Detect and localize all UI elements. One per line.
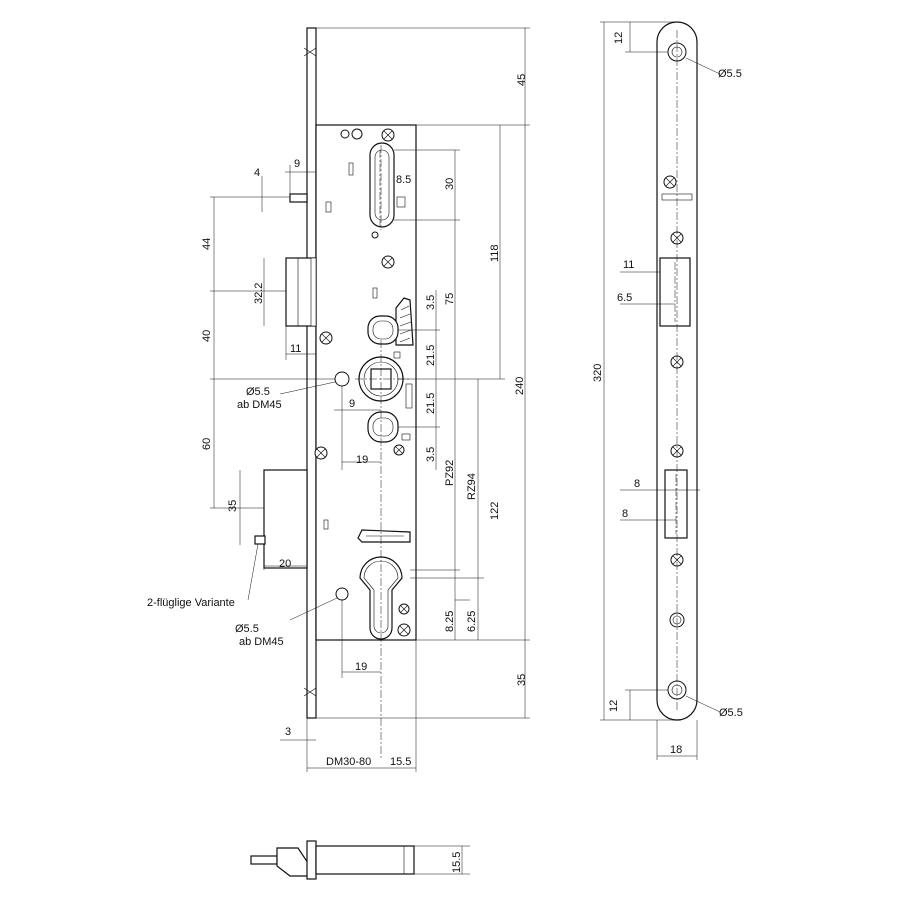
- label-hole-dia-top: Ø5.5: [246, 386, 270, 398]
- label-plate-8-b: 8: [622, 508, 628, 520]
- label-dim-19-top: 19: [356, 454, 368, 466]
- hole-5-5-top: [334, 371, 350, 387]
- dimension-labels: 45 35 9 4 8.5 30 118 44 32.2 3.5 75 40 1…: [147, 32, 743, 873]
- label-dim-21-5-bottom: 21.5: [425, 393, 437, 414]
- label-dim-20: 20: [279, 558, 291, 570]
- label-dim-9-mid: 9: [349, 398, 355, 410]
- label-bottom-offset: 35: [516, 674, 528, 686]
- label-plate-hole-bottom: Ø5.5: [719, 707, 743, 719]
- lock-case-view: [254, 27, 417, 719]
- label-dim-75: 75: [444, 293, 456, 305]
- label-dim-11-left: 11: [290, 343, 301, 355]
- label-backset: DM30-80: [326, 756, 371, 768]
- label-plate-length: 320: [592, 364, 604, 382]
- label-dim-44: 44: [201, 238, 213, 250]
- label-dim-32-2: 32.2: [253, 283, 265, 304]
- label-hole-note-top: ab DM45: [237, 399, 282, 411]
- label-dim-6-25: 6.25: [466, 611, 478, 632]
- label-rz94: RZ94: [466, 473, 478, 500]
- label-dim-4: 4: [254, 167, 260, 179]
- ratchet-lever: [395, 297, 414, 346]
- label-plate-12-bottom: 12: [608, 700, 620, 712]
- hole-5-5-bottom: [335, 587, 349, 601]
- faceplate-strip: [306, 27, 317, 719]
- label-plate-hole-top: Ø5.5: [718, 68, 742, 80]
- label-side-thickness: 15.5: [451, 852, 463, 873]
- label-dim-3-5-top: 3.5: [425, 295, 437, 310]
- dead-bolt: [263, 469, 308, 569]
- label-dim-15-5-bottom: 15.5: [390, 756, 411, 768]
- lower-slot: [367, 411, 399, 443]
- label-dim-35-left: 35: [227, 500, 239, 512]
- label-dim-60: 60: [201, 438, 213, 450]
- label-dim-8-5: 8.5: [396, 174, 411, 186]
- plate-dimensions: [600, 21, 721, 760]
- label-dim-240: 240: [514, 377, 526, 395]
- label-dim-21-5-top: 21.5: [425, 345, 437, 366]
- label-plate-12-top: 12: [613, 32, 625, 44]
- label-hole-note-bottom: ab DM45: [239, 636, 284, 648]
- label-dim-8-25: 8.25: [444, 611, 456, 632]
- label-pz92: PZ92: [444, 460, 456, 486]
- latch-slot-top: [369, 142, 395, 228]
- label-dim-118: 118: [489, 244, 501, 262]
- label-dim-19-bottom: 19: [355, 661, 367, 673]
- label-dim-122: 122: [489, 502, 501, 520]
- label-plate-width: 18: [670, 744, 682, 756]
- anti-friction-pin: [289, 193, 308, 203]
- side-pin: [250, 855, 278, 865]
- side-case: [315, 845, 415, 875]
- label-hole-dia-bottom: Ø5.5: [235, 623, 259, 635]
- label-dim-3-5-bottom: 3.5: [425, 447, 437, 462]
- label-plate-6-5: 6.5: [617, 292, 632, 304]
- label-dim-30: 30: [444, 178, 456, 190]
- side-latch: [276, 847, 311, 877]
- side-faceplate: [306, 840, 317, 880]
- dimension-lines: [210, 27, 530, 772]
- case-screw-top-left: [340, 129, 350, 139]
- label-dim-40: 40: [201, 330, 213, 342]
- label-dim-9-top: 9: [294, 158, 300, 170]
- follower-slot: [367, 315, 399, 345]
- label-plate-8-a: 8: [634, 478, 640, 490]
- strike-plate-view: [656, 21, 698, 721]
- label-top-offset: 45: [516, 74, 528, 86]
- dead-bolt-pin: [254, 535, 266, 545]
- label-plate-11: 11: [623, 259, 634, 271]
- label-dim-3: 3: [285, 726, 291, 738]
- label-variant: 2-flüglige Variante: [147, 597, 235, 609]
- side-view: [250, 840, 470, 880]
